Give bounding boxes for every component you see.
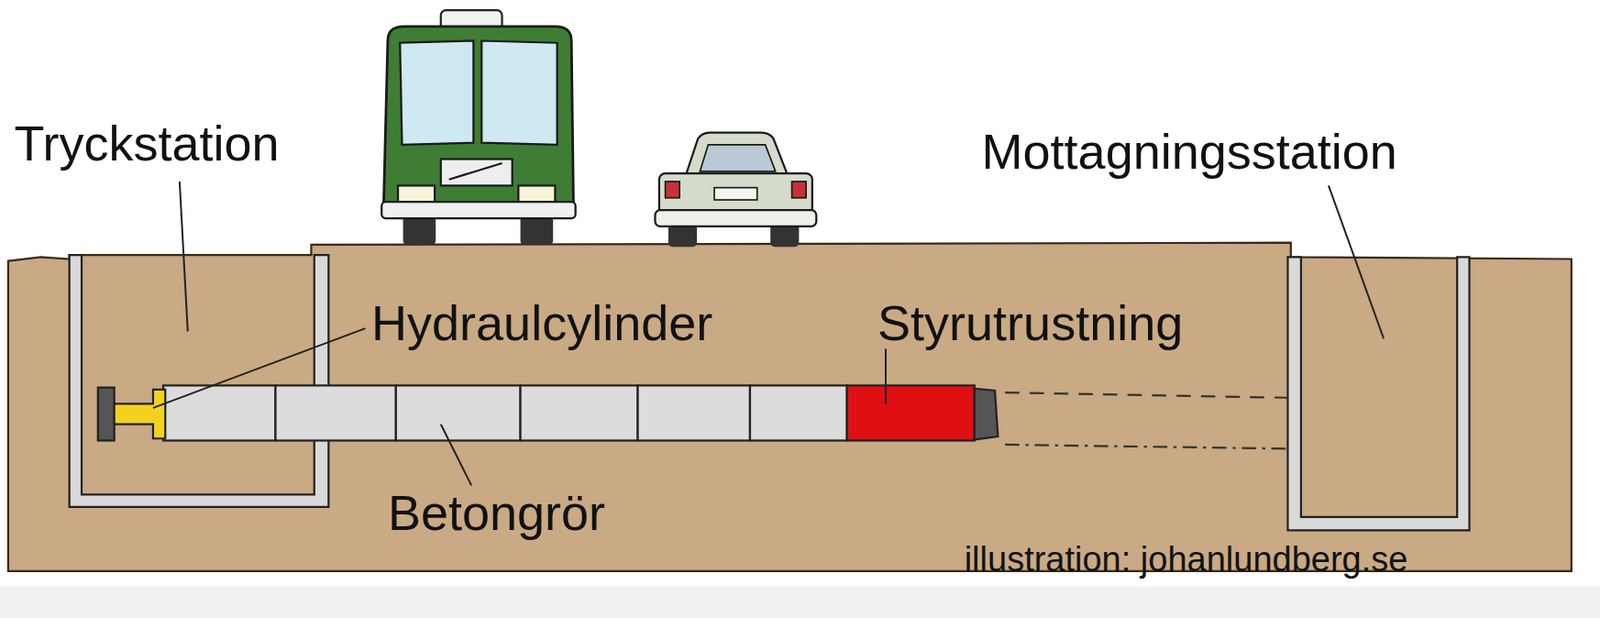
leader-lines (153, 181, 1384, 486)
pipe-segment (750, 385, 848, 441)
leader-line (441, 424, 472, 486)
station-label: Mottagningsstation (982, 126, 1398, 177)
bus-headlight (397, 185, 435, 202)
bus-wiper (449, 163, 503, 180)
car-cabin (685, 132, 788, 177)
part-label: Hydraulcylinder (371, 297, 713, 348)
thrust-plate (98, 387, 115, 442)
bus-wheel (403, 216, 437, 245)
soil (8, 242, 1572, 572)
leader-line (1328, 185, 1384, 339)
bus-window (481, 40, 557, 144)
bottom-band (0, 586, 1600, 618)
bus-headlight (518, 185, 555, 202)
bus-grille (441, 159, 513, 187)
pipe-segment (520, 385, 639, 441)
leader-line (179, 181, 188, 332)
bus (381, 10, 575, 245)
bus-window (399, 40, 474, 144)
cutter-head (974, 388, 999, 441)
bus-body (383, 26, 574, 205)
part-label: Styrutrustning (877, 297, 1183, 348)
car-body (659, 173, 813, 214)
bus-bumper (381, 201, 575, 219)
pipe-segment (638, 385, 751, 441)
car-taillight (792, 181, 807, 199)
car (654, 132, 817, 248)
car-plate (714, 187, 758, 200)
push-pit-wall (69, 254, 330, 508)
pipe-segment (275, 385, 396, 441)
credit-note: illustration: johanlundberg.se (964, 541, 1409, 577)
leader-line (884, 348, 887, 404)
pipe-segment (396, 385, 521, 441)
steering-unit (847, 385, 975, 441)
planned-path (1004, 392, 1288, 398)
hydraulic-cylinder (114, 389, 166, 439)
planned-path (1004, 444, 1288, 449)
concrete-pipes (163, 385, 848, 441)
leader-line (153, 328, 365, 409)
station-label: Tryckstation (14, 118, 280, 168)
bus-wheel (520, 216, 554, 245)
part-label: Betongrör (387, 487, 606, 538)
car-taillight (665, 181, 681, 199)
car-window (699, 144, 775, 172)
car-bumper (654, 209, 817, 227)
reception-pit-wall (1287, 256, 1469, 530)
pipe-segment (163, 385, 276, 441)
